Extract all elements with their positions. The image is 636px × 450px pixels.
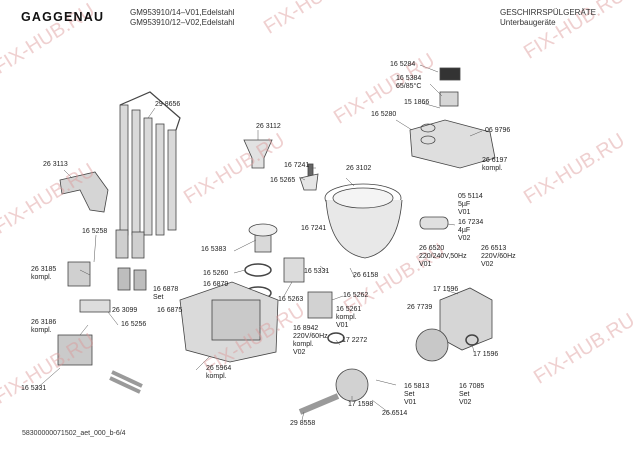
part-label: 16 6875 — [157, 307, 183, 314]
part-label: 16 7241 — [301, 225, 327, 232]
ring-17-2272 — [327, 332, 345, 344]
part-label: 26 6158 — [353, 272, 379, 279]
part-label: 29 8656 — [155, 101, 181, 108]
part-label: 16 7241 — [284, 162, 310, 169]
capacitor — [419, 216, 449, 230]
part-label: 16 5258 — [82, 228, 108, 235]
category-line-2: Unterbaugeräte — [500, 18, 556, 27]
part-label: 26 3099 — [112, 307, 138, 314]
rotor — [248, 223, 278, 253]
part-label: 16 5262 — [343, 292, 369, 299]
part-label: 17 2272 — [342, 337, 368, 344]
part-label: 16 5260 — [203, 270, 229, 277]
part-label: 29 8558 — [290, 420, 316, 427]
heater-frame — [115, 91, 181, 259]
part-label: 16 6879 — [203, 281, 229, 288]
part-label: 15 1866 — [404, 99, 430, 106]
part-label: 06 9796 — [485, 127, 511, 134]
part-label: 16 5383 — [201, 246, 227, 253]
part-label: 26 3112 — [256, 123, 281, 130]
model-line-1: GM953910/14–V01,Edelstahl — [130, 8, 235, 17]
thermostat — [439, 67, 461, 81]
sump-bowl — [325, 199, 403, 259]
part-label: 16 5263 — [278, 296, 304, 303]
part-label: 26 7739 — [407, 304, 433, 311]
drain-pump — [335, 368, 369, 402]
category-line-1: GESCHIRRSPÜLGERÄTE — [500, 8, 597, 17]
clip — [299, 173, 319, 191]
part-label: 16 5280 — [371, 111, 397, 118]
model-line-2: GM953910/12–V02,Edelstahl — [130, 18, 235, 27]
part-label: 17 1596 — [473, 351, 499, 358]
funnel — [243, 139, 273, 169]
part-label: 16 5265 — [270, 177, 296, 184]
part-label: 17 1596 — [433, 286, 459, 293]
part-label: 26 6514 — [382, 410, 408, 417]
bracket — [59, 171, 109, 213]
document-id: 58300000071502_aet_000_b-6/4 — [22, 430, 126, 437]
part-label: 16 5284 — [390, 61, 416, 68]
valve-26-3185 — [67, 261, 91, 287]
part-label: 16 5331 — [21, 385, 47, 392]
part-label: 26 3102 — [346, 165, 372, 172]
bracket-16-5263 — [283, 257, 305, 283]
part-label: 16 5256 — [121, 321, 147, 328]
hose-clamp — [79, 299, 111, 313]
brand-logo: GAGGENAU — [21, 10, 105, 24]
sensor-16-5261 — [307, 291, 333, 319]
part-label: 17 1598 — [348, 401, 374, 408]
part-label: 16 5331 — [304, 268, 330, 275]
valve-block — [409, 119, 496, 169]
valve-26-3186 — [57, 334, 93, 366]
corrugated-hose — [109, 370, 143, 394]
part-label: 26 3113 — [43, 161, 68, 168]
seal-ring-1 — [244, 263, 272, 277]
